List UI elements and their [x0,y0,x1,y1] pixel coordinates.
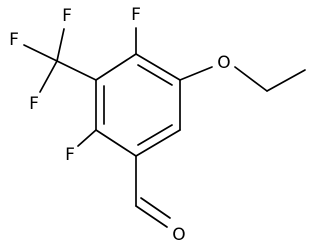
ring-bond-c1-c2 [135,53,181,81]
bond-cf3-f-left [23,44,58,62]
bond-ch2-ch3 [266,69,306,92]
atom-label-f-ring-left: F [65,145,75,165]
bond-c5-f [77,129,97,147]
bond-cho-c-o-double [140,197,171,219]
atom-label-f-cf3-top: F [62,6,72,26]
bond-o-ch2 [234,66,268,92]
atom-label-f-cf3-bottom: F [29,94,39,114]
ring-double-bond-c3-c4 [137,124,173,146]
bond-cf3-f-top [56,28,65,62]
atom-label-f-cf3-left: F [9,30,19,50]
ring-bond-c4-c5 [95,129,137,157]
ring-bond-c6-c1 [95,53,137,81]
molecule-structure: F F F F F O O [9,5,306,245]
bond-c2-o [179,66,213,81]
atom-label-o-aldehyde: O [172,225,185,245]
atom-label-o-ether: O [217,53,230,73]
bond-cf3-f-bottom [39,60,58,93]
bond-cho-c-o [135,205,168,228]
ring-double-bond-c1-c2 [137,64,173,86]
bond-c6-cf3-carbon [56,60,97,81]
atom-label-f-top: F [131,5,141,25]
ring-bond-c3-c4 [135,129,181,157]
